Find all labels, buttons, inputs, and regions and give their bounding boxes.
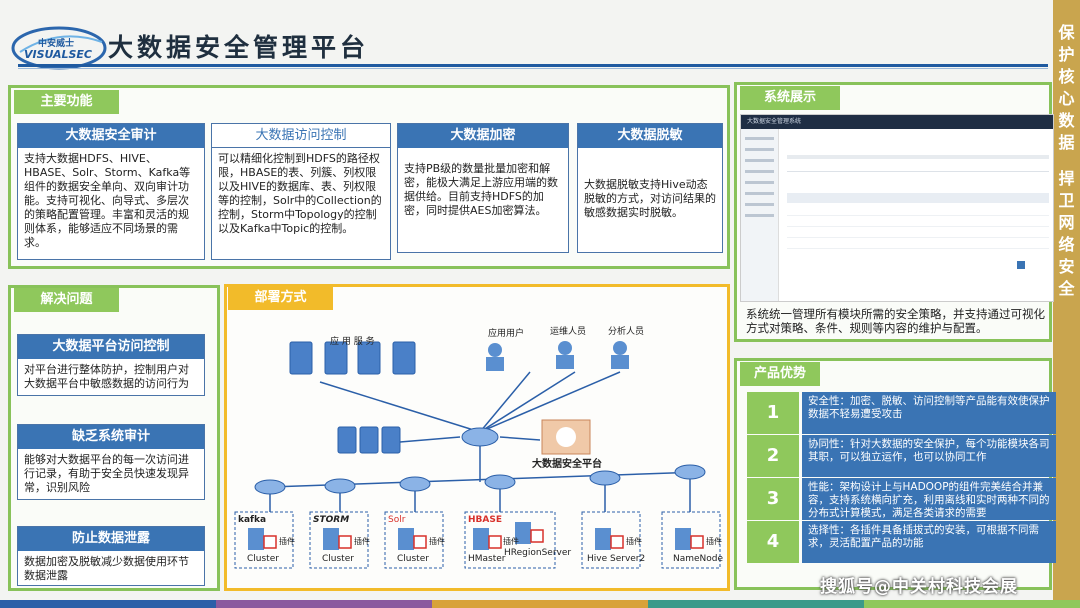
logo-en-text: VISUALSEC xyxy=(24,48,92,61)
plugin-label: 插件 xyxy=(279,537,295,546)
advantage-number: 1 xyxy=(747,392,799,434)
title-divider-thin xyxy=(18,68,1048,69)
problem-text: 数据加密及脱敏减少数据使用环节数据泄露 xyxy=(24,555,189,582)
advantage-text: 协同性：针对大数据的安全保护，每个功能模块各司其职，可以独立运作，也可以协同工作 xyxy=(802,435,1056,477)
side-slogan-char: 据 xyxy=(1058,133,1075,152)
app-users-label: 应用用户 xyxy=(488,329,525,339)
hiveserver-label: Hive Server2 xyxy=(587,554,646,564)
advantage-text: 性能：架构设计上与HADOOP的组件完美结合并兼容，支持系统横向扩充，利用离线和… xyxy=(802,478,1056,520)
feature-title: 大数据加密 xyxy=(398,124,568,148)
side-slogan-char xyxy=(1053,154,1080,168)
platform-label: 大数据安全平台 xyxy=(532,459,602,470)
screenshot-topbar: 大数据安全管理系统 xyxy=(741,115,1053,129)
cluster-logo-kafka: kafka xyxy=(238,515,267,525)
page-title: 大数据安全管理平台 xyxy=(108,33,370,62)
cluster-label: Cluster xyxy=(247,554,279,564)
system-display-caption: 系统统一管理所有模块所需的安全策略，并支持通过可视化方式对策略、条件、规则等内容… xyxy=(746,307,1045,335)
feature-title: 大数据安全审计 xyxy=(18,124,204,148)
problem-card-leak-prevention: 防止数据泄露 数据加密及脱敏减少数据使用环节数据泄露 xyxy=(17,526,205,586)
advantages-tag: 产品优势 xyxy=(740,362,820,386)
main-functions-tag: 主要功能 xyxy=(14,90,119,114)
problem-text: 对平台进行整体防护，控制用户对大数据平台中敏感数据的访问行为 xyxy=(24,363,189,390)
side-slogan-char: 核 xyxy=(1058,67,1075,86)
feature-card-audit: 大数据安全审计 支持大数据HDFS、HIVE、HBASE、Solr、Storm、… xyxy=(17,123,205,260)
cluster-label: Cluster xyxy=(397,554,429,564)
app-services-label: 应 用 服 务 xyxy=(330,337,375,347)
bottom-color-bar xyxy=(0,600,1080,608)
company-logo: 中安威士 VISUALSEC xyxy=(10,22,108,70)
problem-card-audit: 缺乏系统审计 能够对大数据平台的每一次访问进行记录，有助于安全员快速发现异常，识… xyxy=(17,424,205,500)
problem-title: 防止数据泄露 xyxy=(18,527,204,551)
problem-title: 大数据平台访问控制 xyxy=(18,335,204,359)
namenode-label: NameNode xyxy=(673,554,724,564)
side-slogan-char: 数 xyxy=(1058,111,1075,130)
title-divider xyxy=(18,64,1048,67)
feature-title: 大数据脱敏 xyxy=(578,124,722,148)
logo-cn-text: 中安威士 xyxy=(38,39,75,49)
deployment-diagram: 应 用 服 务 应用用户 运维人员 分析人员 大数据安全平台 kafka STO… xyxy=(230,312,726,588)
side-slogan-char: 护 xyxy=(1058,45,1075,64)
side-slogan-char: 络 xyxy=(1058,235,1075,254)
feature-text: 可以精细化控制到HDFS的路径权限，HBASE的表、列簇、列权限以及HIVE的数… xyxy=(218,152,382,235)
solve-problems-tag: 解决问题 xyxy=(14,288,119,312)
cluster-logo-solr: Solr xyxy=(388,515,406,525)
side-slogan-char: 全 xyxy=(1058,279,1075,298)
screenshot-sidebar xyxy=(741,129,779,301)
advantage-number: 3 xyxy=(747,478,799,520)
plugin-label: 插件 xyxy=(706,537,722,546)
feature-text: 支持PB级的数量批量加密和解密，能极大满足上游应用端的数据供给。目前支持HDFS… xyxy=(404,162,558,217)
deployment-tag: 部署方式 xyxy=(228,286,333,310)
problem-card-access-control: 大数据平台访问控制 对平台进行整体防护，控制用户对大数据平台中敏感数据的访问行为 xyxy=(17,334,205,396)
hmaster-label: HMaster xyxy=(468,554,506,564)
feature-card-encryption: 大数据加密 支持PB级的数量批量加密和解密，能极大满足上游应用端的数据供给。目前… xyxy=(397,123,569,253)
cluster-label: Cluster xyxy=(322,554,354,564)
side-slogan-strip: 保护核心数据捍卫网络安全 xyxy=(1053,0,1080,608)
advantage-text: 安全性：加密、脱敏、访问控制等产品能有效使保护数据不轻易遭受攻击 xyxy=(802,392,1056,434)
system-display-tag: 系统展示 xyxy=(740,86,840,110)
advantage-text: 选择性：各插件具备插拔式的安装，可根据不同需求，灵活配置产品的功能 xyxy=(802,521,1056,563)
watermark: 搜狐号@中关村科技会展 xyxy=(820,577,1018,597)
advantage-number: 2 xyxy=(747,435,799,477)
feature-text: 大数据脱敏支持Hive动态脱敏的方式，对访问结果的敏感数据实时脱敏。 xyxy=(584,178,716,219)
plugin-label: 插件 xyxy=(429,537,445,546)
plugin-label: 插件 xyxy=(354,537,370,546)
side-slogan-char: 心 xyxy=(1058,89,1075,108)
system-screenshot: 大数据安全管理系统 xyxy=(740,114,1054,302)
side-slogan-char: 网 xyxy=(1058,213,1075,232)
cluster-logo-storm: STORM xyxy=(313,515,350,525)
feature-title: 大数据访问控制 xyxy=(212,124,390,148)
feature-card-access-control: 大数据访问控制 可以精细化控制到HDFS的路径权限，HBASE的表、列簇、列权限… xyxy=(211,123,391,260)
analysts-label: 分析人员 xyxy=(608,327,645,337)
plugin-label: 插件 xyxy=(503,537,519,546)
plugin-label: 插件 xyxy=(626,537,642,546)
problem-text: 能够对大数据平台的每一次访问进行记录，有助于安全员快速发现异常，识别风险 xyxy=(24,453,189,494)
cluster-logo-hbase: HBASE xyxy=(468,515,502,525)
hregionserver-label: HRegionServer xyxy=(504,548,572,558)
problem-title: 缺乏系统审计 xyxy=(18,425,204,449)
feature-card-masking: 大数据脱敏 大数据脱敏支持Hive动态脱敏的方式，对访问结果的敏感数据实时脱敏。 xyxy=(577,123,723,253)
side-slogan-char: 保 xyxy=(1058,23,1075,42)
side-slogan-char: 卫 xyxy=(1058,191,1075,210)
advantage-number: 4 xyxy=(747,521,799,563)
feature-text: 支持大数据HDFS、HIVE、HBASE、Solr、Storm、Kafka等组件… xyxy=(24,152,191,249)
side-slogan-char: 捍 xyxy=(1058,169,1075,188)
side-slogan-char: 安 xyxy=(1058,257,1075,276)
ops-staff-label: 运维人员 xyxy=(550,327,587,337)
